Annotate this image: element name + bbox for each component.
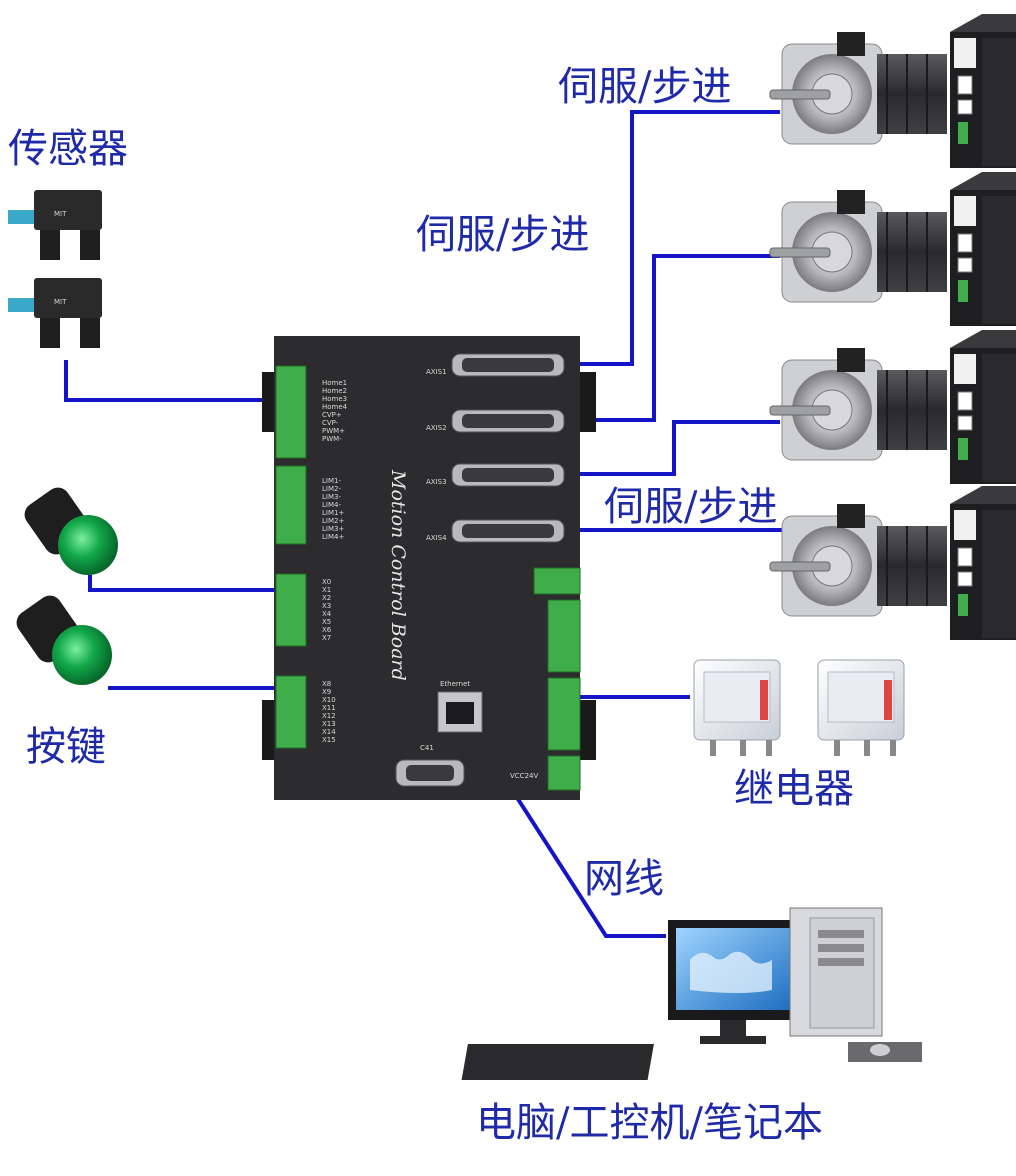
svg-text:X11: X11 <box>322 704 336 712</box>
relay-label: 继电器 <box>734 766 854 812</box>
axis-connector-1: AXIS1 <box>426 353 565 377</box>
svg-text:CVP+: CVP+ <box>322 411 342 419</box>
com-label: C41 <box>420 744 434 752</box>
svg-text:LIM1+: LIM1+ <box>322 509 344 517</box>
svg-text:X0: X0 <box>322 578 331 586</box>
axis-connector-4: AXIS4 <box>426 519 565 543</box>
keyboard <box>461 1044 654 1080</box>
svg-text:CVP-: CVP- <box>322 419 339 427</box>
svg-text:X8: X8 <box>322 680 331 688</box>
sensor-2: MIT <box>8 278 102 348</box>
terminal-block-1 <box>275 365 307 459</box>
svg-text:LIM3-: LIM3- <box>322 493 341 501</box>
wire-axis3 <box>512 420 780 476</box>
pin-labels-group4: X8 X9 X10 X11 X12 X13 X14 X15 <box>322 680 336 744</box>
svg-text:AXIS3: AXIS3 <box>426 478 447 486</box>
svg-text:X15: X15 <box>322 736 336 744</box>
axis-connector-2: AXIS2 <box>426 409 565 433</box>
relay-2 <box>817 659 905 756</box>
svg-text:X9: X9 <box>322 688 331 696</box>
pin-labels-group3: X0 X1 X2 X3 X4 X5 X6 X7 <box>322 578 332 642</box>
computer-label: 电脑/工控机/笔记本 <box>476 1100 823 1146</box>
push-button-2 <box>16 595 112 685</box>
computer <box>461 907 922 1080</box>
svg-text:X5: X5 <box>322 618 331 626</box>
board-title: Motion Control Board <box>387 469 409 681</box>
sensor-label: 传感器 <box>8 126 128 172</box>
svg-text:X4: X4 <box>322 610 332 618</box>
terminal-block-3 <box>275 573 307 647</box>
svg-text:X1: X1 <box>322 586 331 594</box>
pin-labels-group1: Home1 Home2 Home3 Home4 CVP+ CVP- PWM+ P… <box>322 379 348 443</box>
ethernet-label: Ethernet <box>440 680 470 688</box>
svg-text:MIT: MIT <box>54 298 67 306</box>
svg-text:X12: X12 <box>322 712 336 720</box>
svg-text:X14: X14 <box>322 728 336 736</box>
wire-button1 <box>88 575 282 592</box>
svg-text:X3: X3 <box>322 602 331 610</box>
servo-label-1: 伺服/步进 <box>558 64 731 110</box>
svg-text:X7: X7 <box>322 634 331 642</box>
network-label: 网线 <box>584 856 664 902</box>
mouse <box>870 1044 890 1056</box>
terminal-block-5 <box>533 567 581 595</box>
terminal-block-4 <box>275 675 307 749</box>
svg-text:LIM2-: LIM2- <box>322 485 341 493</box>
relay-1 <box>693 659 781 756</box>
svg-text:X10: X10 <box>322 696 336 704</box>
svg-text:X13: X13 <box>322 720 336 728</box>
svg-text:LIM4+: LIM4+ <box>322 533 344 541</box>
svg-text:Home3: Home3 <box>322 395 347 403</box>
servo-drive-3 <box>769 329 1016 485</box>
svg-text:LIM4-: LIM4- <box>322 501 341 509</box>
terminal-block-7 <box>547 677 581 751</box>
svg-text:AXIS4: AXIS4 <box>426 534 447 542</box>
button-label: 按键 <box>26 724 106 770</box>
axis-connector-3: AXIS3 <box>426 463 565 487</box>
svg-text:LIM3+: LIM3+ <box>322 525 344 533</box>
svg-text:Home2: Home2 <box>322 387 347 395</box>
svg-text:X2: X2 <box>322 594 331 602</box>
svg-text:Home4: Home4 <box>322 403 348 411</box>
svg-text:Home1: Home1 <box>322 379 347 387</box>
svg-text:PWM+: PWM+ <box>322 427 345 435</box>
svg-text:X6: X6 <box>322 626 332 634</box>
terminal-block-6 <box>547 599 581 673</box>
pin-labels-group2: LIM1- LIM2- LIM3- LIM4- LIM1+ LIM2+ LIM3… <box>322 477 344 541</box>
svg-text:LIM2+: LIM2+ <box>322 517 344 525</box>
servo-drive-2 <box>769 171 1016 327</box>
servo-label-3: 伺服/步进 <box>604 484 777 530</box>
servo-label-2: 伺服/步进 <box>416 212 589 258</box>
push-button-1 <box>24 487 118 575</box>
svg-text:MIT: MIT <box>54 210 67 218</box>
terminal-block-8 <box>547 755 581 791</box>
svg-text:LIM1-: LIM1- <box>322 477 341 485</box>
svg-text:PWM-: PWM- <box>322 435 342 443</box>
svg-text:AXIS1: AXIS1 <box>426 368 447 376</box>
servo-drive-1 <box>769 13 1016 169</box>
servo-drive-4 <box>769 485 1016 641</box>
motion-control-board: Home1 Home2 Home3 Home4 CVP+ CVP- PWM+ P… <box>262 336 596 800</box>
ethernet-port <box>437 691 483 733</box>
vcc-label: VCC24V <box>510 772 538 780</box>
wire-sensor <box>64 360 282 402</box>
sensor-1: MIT <box>8 190 102 260</box>
terminal-block-2 <box>275 465 307 545</box>
com-port <box>395 759 465 787</box>
svg-text:AXIS2: AXIS2 <box>426 424 447 432</box>
